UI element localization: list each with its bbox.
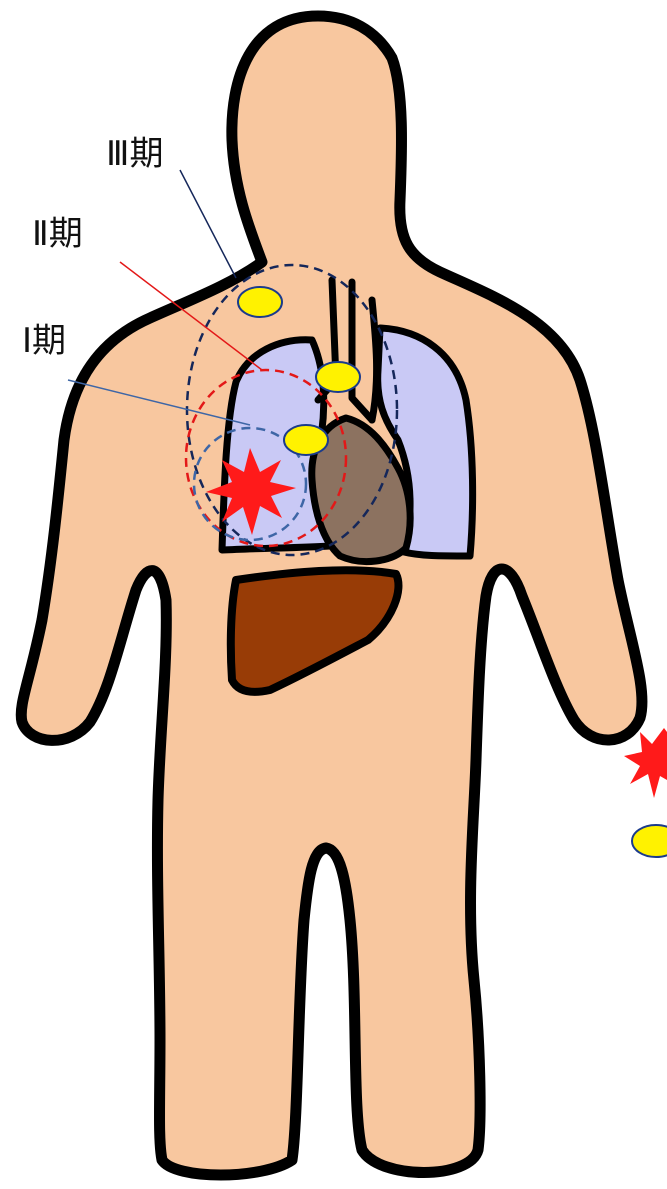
legend-tumor-icon: [624, 728, 667, 798]
stage1-label: Ⅰ期: [22, 321, 66, 361]
lymph-node-supraclavicular: [238, 287, 282, 317]
lymph-node-hilar: [284, 425, 328, 455]
stage2-label: Ⅱ期: [32, 214, 83, 254]
legend-lymph-node-icon: [632, 825, 667, 857]
stage3-leader-line: [180, 170, 236, 278]
stage3-label: Ⅲ期: [106, 134, 163, 174]
lymph-node-mediastinal: [316, 362, 360, 392]
